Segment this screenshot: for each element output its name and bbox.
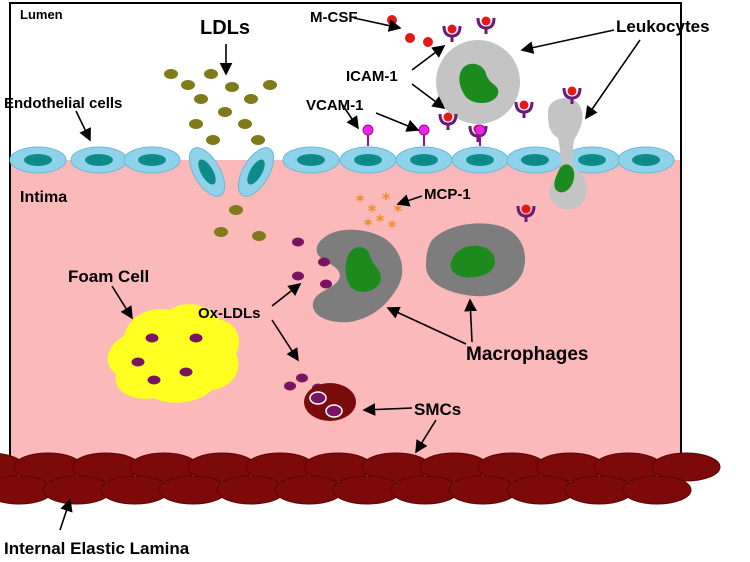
- mcp1-stars: *******: [356, 189, 403, 236]
- internal-elastic-lamina: [0, 452, 721, 505]
- mcp1-star: *: [394, 201, 403, 220]
- intima-label: Intima: [20, 189, 67, 206]
- leukocyte-migrating: [548, 98, 587, 210]
- ox-ldl-particle: [320, 279, 332, 289]
- foam-cell-label: Foam Cell: [68, 267, 149, 286]
- ldl-particle: [229, 205, 243, 215]
- receptor-icon: [476, 16, 496, 34]
- mcp1-star: *: [364, 215, 373, 234]
- endothelial-nucleus: [632, 154, 660, 166]
- ldl-particles: [164, 69, 277, 241]
- leukocytes-label: Leukocytes: [616, 17, 710, 36]
- endothelial-nucleus: [521, 154, 549, 166]
- endothelial-nucleus: [410, 154, 438, 166]
- mcp1-star: *: [368, 201, 377, 220]
- ldl-particle: [204, 69, 218, 79]
- ox-ldls-label: Ox-LDLs: [198, 305, 261, 322]
- ox-ldl-particle: [318, 257, 330, 267]
- smcs-label: SMCs: [414, 400, 461, 419]
- ldl-particle: [194, 94, 208, 104]
- internal-elastic-lamina-label: Internal Elastic Lamina: [4, 539, 190, 558]
- icam1-label: ICAM-1: [346, 68, 398, 85]
- ldl-particle: [252, 231, 266, 241]
- endothelial-gap: [188, 147, 275, 197]
- endothelial-nucleus: [578, 154, 606, 166]
- ldl-particle: [164, 69, 178, 79]
- endothelial-nucleus: [138, 154, 166, 166]
- mcp1-label: MCP-1: [424, 186, 471, 203]
- m-csf-dot: [405, 33, 415, 43]
- ldl-particle: [206, 135, 220, 145]
- receptor-icon: [516, 204, 536, 222]
- macrophage-2: [426, 223, 525, 297]
- macrophage-1: [312, 229, 403, 323]
- endothelial-nucleus: [24, 154, 52, 166]
- endothelial-nucleus: [85, 154, 113, 166]
- receptor-icon: [562, 86, 582, 104]
- ox-ldl-particle: [292, 271, 304, 281]
- receptor-icon: [514, 100, 534, 118]
- ox-ldl-particle: [292, 237, 304, 247]
- ldl-particle: [181, 80, 195, 90]
- vcam-icon: [474, 124, 486, 136]
- smc-cell: [304, 383, 356, 421]
- vcam1-label: VCAM-1: [306, 97, 364, 114]
- ldl-particle: [238, 119, 252, 129]
- ldl-particle: [214, 227, 228, 237]
- macrophages-label: Macrophages: [466, 344, 588, 365]
- vcam-markers: [362, 124, 486, 146]
- ldl-particle: [263, 80, 277, 90]
- endothelial-layer: [9, 146, 675, 174]
- receptor-icon: [442, 24, 462, 42]
- ox-ldl-particle: [296, 373, 308, 383]
- endothelial-nucleus: [466, 154, 494, 166]
- mcp1-star: *: [388, 217, 397, 236]
- endothelial-nucleus: [297, 154, 325, 166]
- ldl-particle: [218, 107, 232, 117]
- endothelial-nucleus: [354, 154, 382, 166]
- vcam-icon: [362, 124, 374, 136]
- mcp1-star: *: [382, 189, 391, 208]
- vcam-icon: [418, 124, 430, 136]
- ldl-particle: [251, 135, 265, 145]
- arrows: [59, 17, 641, 531]
- mcp1-star: *: [376, 211, 385, 230]
- m-csf-dot: [387, 15, 397, 25]
- endothelial-cells-label: Endothelial cells: [4, 95, 122, 112]
- leukocyte-round: [436, 40, 520, 124]
- mcp1-star: *: [356, 191, 365, 210]
- lumen-label: Lumen: [20, 7, 63, 22]
- receptor-icon: [438, 112, 458, 130]
- receptors: [438, 16, 582, 222]
- ldls-label: LDLs: [200, 17, 250, 39]
- ldl-particle: [244, 94, 258, 104]
- elastic-lamina-segment: [622, 475, 692, 505]
- foam-cell: [107, 304, 240, 403]
- ldl-particle: [225, 82, 239, 92]
- ldl-particle: [189, 119, 203, 129]
- elastic-lamina-segment: [651, 452, 721, 482]
- m-csf-label: M-CSF: [310, 9, 358, 26]
- m-csf-dot: [423, 37, 433, 47]
- ox-ldl-particle: [284, 381, 296, 391]
